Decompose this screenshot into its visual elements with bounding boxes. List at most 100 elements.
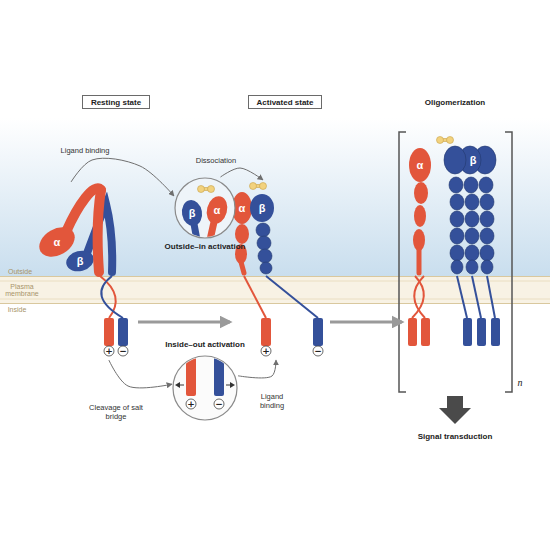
bracket [505, 132, 512, 392]
activated-integrin [250, 194, 274, 222]
subunit-label: α [214, 205, 221, 216]
plasma-membrane [0, 299, 550, 300]
edge-label: Ligand binding [61, 146, 110, 155]
plasma-membrane [0, 281, 550, 282]
outside-in-inset [198, 186, 215, 193]
alpha-subunit [408, 148, 431, 346]
activated-integrin [261, 318, 271, 346]
outside-in-inset [204, 194, 231, 226]
step-arrow [71, 158, 174, 196]
outside-in-inset [175, 178, 235, 238]
beta-subunit [480, 211, 494, 227]
edge-label: Dissociation [196, 156, 236, 165]
resting-integrin [101, 276, 123, 318]
inside-out-inset [186, 354, 196, 396]
charge-sign: − [215, 400, 223, 409]
inside-out-inset [186, 399, 196, 409]
alpha-subunit [408, 318, 417, 346]
charge-sign: + [105, 347, 113, 356]
inside-out-inset [173, 354, 237, 420]
subunit-label: α [54, 237, 61, 248]
alpha-subunit [414, 182, 428, 204]
resting-integrin [98, 190, 101, 272]
resting-integrin [118, 318, 128, 346]
activated-integrin [250, 183, 267, 190]
signal-arrow [439, 396, 471, 424]
outside-in-inset [175, 178, 235, 240]
region-label: Inside [8, 306, 27, 313]
inset-circle-outline [175, 178, 235, 238]
oligomer-integrins [457, 276, 467, 318]
beta-subunit [465, 245, 479, 261]
inset-heading: Outside–in activation [165, 243, 246, 251]
alpha-subunit [421, 318, 430, 346]
region-label: Plasma membrane [3, 283, 41, 297]
beta-subunit [450, 211, 464, 227]
beta-subunit [464, 177, 478, 193]
charge-sign: − [119, 347, 127, 356]
inset-circle-outline [173, 356, 237, 420]
activated-integrin [258, 249, 272, 263]
region-label: Outside [8, 268, 32, 275]
outside-in-inset [180, 198, 204, 227]
alpha-subunit [409, 148, 431, 182]
column-heading: Oligomerization [425, 98, 485, 107]
inside-out-inset [175, 382, 180, 388]
process-arrow [330, 321, 402, 324]
activated-integrin [261, 346, 271, 356]
activated-integrin [260, 262, 272, 274]
activated-integrin [313, 318, 323, 346]
edge-label: Ligand binding [254, 392, 290, 410]
activated-integrin [257, 236, 271, 250]
activated-integrin [235, 224, 249, 244]
charge-sign: + [187, 400, 195, 409]
integrin-figure: αβ [402, 130, 508, 380]
beta-subunit [480, 194, 494, 210]
inside-out-inset [214, 399, 224, 409]
oligomer-integrins [463, 318, 472, 346]
beta-subunit [449, 177, 463, 193]
integrin-figure: αβ+− [230, 180, 330, 360]
subunit-label: β [77, 256, 84, 267]
activated-integrin [241, 262, 244, 273]
charge-sign: − [314, 347, 322, 356]
beta-subunit [481, 260, 493, 274]
oligomer-integrins [437, 137, 454, 144]
activated-integrin [232, 183, 323, 357]
activated-integrin [266, 276, 318, 318]
state-title: Resting state [91, 98, 141, 107]
resting-integrin [34, 188, 128, 356]
subunit-label: β [470, 155, 477, 166]
integrin-figure: α β +− [30, 182, 138, 360]
beta-subunit [451, 260, 463, 274]
beta-subunit [465, 211, 479, 227]
step-arrow [238, 360, 276, 378]
oligomer-integrins [491, 318, 500, 346]
connector-group [71, 158, 402, 388]
beta-subunit [450, 194, 464, 210]
resting-integrin [66, 188, 101, 232]
subunit-label: α [239, 203, 246, 214]
step-arrow [109, 360, 172, 388]
plasma-membrane [0, 276, 550, 277]
alpha-subunit [414, 276, 425, 318]
extracellular-space [0, 118, 550, 276]
activated-integrin [244, 276, 266, 318]
outside-in-inset [194, 224, 197, 240]
resting-integrin [34, 221, 80, 263]
inside-out-inset [175, 354, 235, 409]
inset-circle: Inside–out activation+− [172, 338, 238, 422]
inside-out-inset [230, 382, 235, 388]
oligomer-integrins [477, 318, 486, 346]
alpha-subunit [417, 250, 422, 273]
oligomer-integrins [399, 132, 512, 424]
resting-integrin [104, 318, 114, 346]
resting-integrin [104, 346, 114, 356]
multiplier-label: n [518, 377, 523, 388]
edge-label: Cleavage of salt bridge [85, 403, 147, 421]
beta-subunit [466, 260, 478, 274]
inset-outline [172, 338, 238, 422]
